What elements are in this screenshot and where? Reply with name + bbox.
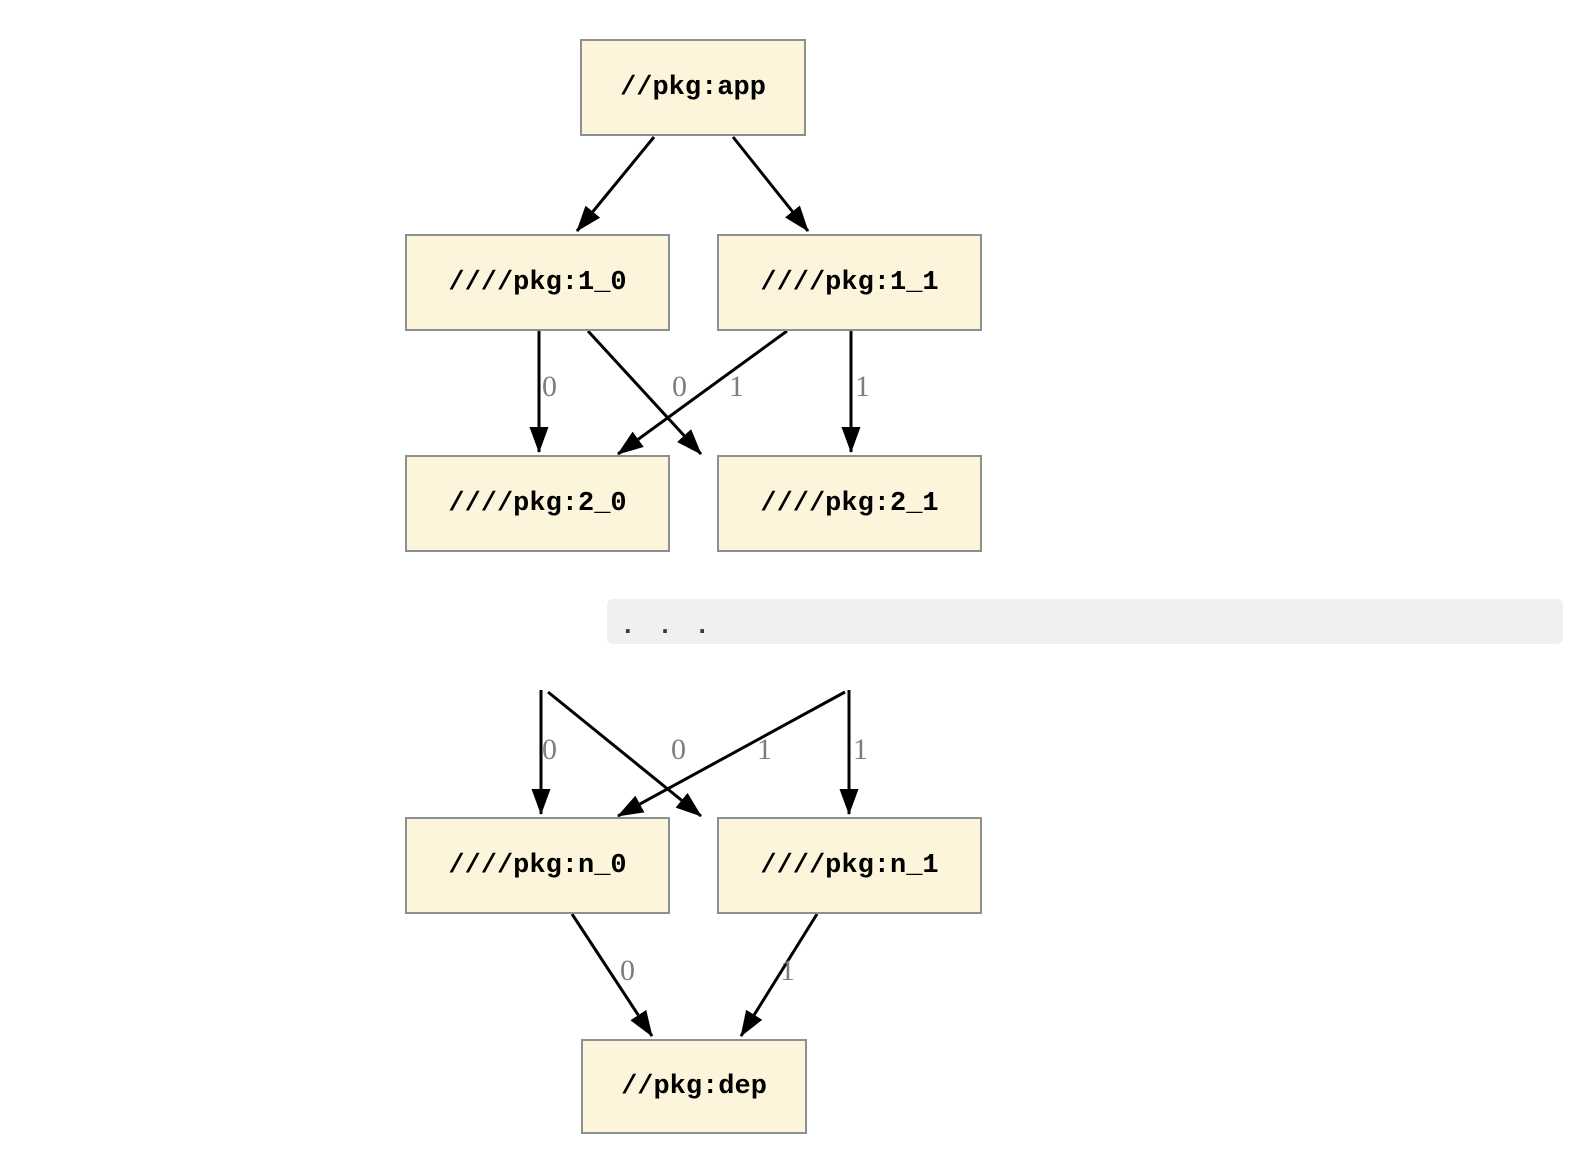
edge-n_0-to-dep [570, 913, 654, 1037]
node-pkg-1_1: ////pkg:1_1 [717, 234, 982, 331]
node-label: ////pkg:n_1 [760, 850, 939, 881]
edge-label-1_0-to-2_0: 0 [542, 370, 557, 403]
edge-elided-to-n_0-cross [617, 690, 846, 818]
edge-app-to-1_1 [731, 136, 810, 232]
edge-label-1_0-to-2_1: 1 [729, 370, 744, 403]
node-label: ////pkg:2_0 [448, 488, 627, 519]
node-pkg-app: //pkg:app [580, 39, 806, 136]
ellipsis-dots: . . . [620, 610, 714, 641]
edge-label-1_1-to-2_1: 1 [855, 370, 870, 403]
edge-1_1-to-2_0 [617, 329, 788, 456]
node-label: ////pkg:2_1 [760, 488, 939, 519]
edge-label-elided-to-n_1-vertical: 1 [853, 733, 868, 766]
node-label: //pkg:dep [621, 1071, 767, 1102]
node-pkg-n_0: ////pkg:n_0 [405, 817, 670, 914]
edge-label-n_0-to-dep: 0 [620, 954, 635, 987]
node-pkg-2_0: ////pkg:2_0 [405, 455, 670, 552]
edge-label-elided-to-n_1-cross: 1 [757, 733, 772, 766]
node-pkg-n_1: ////pkg:n_1 [717, 817, 982, 914]
node-label: ////pkg:1_1 [760, 267, 939, 298]
edge-label-1_1-to-2_0: 0 [672, 370, 687, 403]
node-label: ////pkg:1_0 [448, 267, 627, 298]
node-pkg-dep: //pkg:dep [581, 1039, 807, 1134]
node-label: //pkg:app [620, 72, 766, 103]
edge-app-to-1_0 [575, 136, 656, 232]
edge-label-elided-to-n_0-vertical: 0 [542, 733, 557, 766]
edge-n_1-to-dep [739, 913, 819, 1037]
node-label: ////pkg:n_0 [448, 850, 627, 881]
node-pkg-1_0: ////pkg:1_0 [405, 234, 670, 331]
edge-label-elided-to-n_0-cross: 0 [671, 733, 686, 766]
node-pkg-2_1: ////pkg:2_1 [717, 455, 982, 552]
edge-label-n_1-to-dep: 1 [780, 954, 795, 987]
ellipsis-band: . . . [607, 599, 1563, 644]
